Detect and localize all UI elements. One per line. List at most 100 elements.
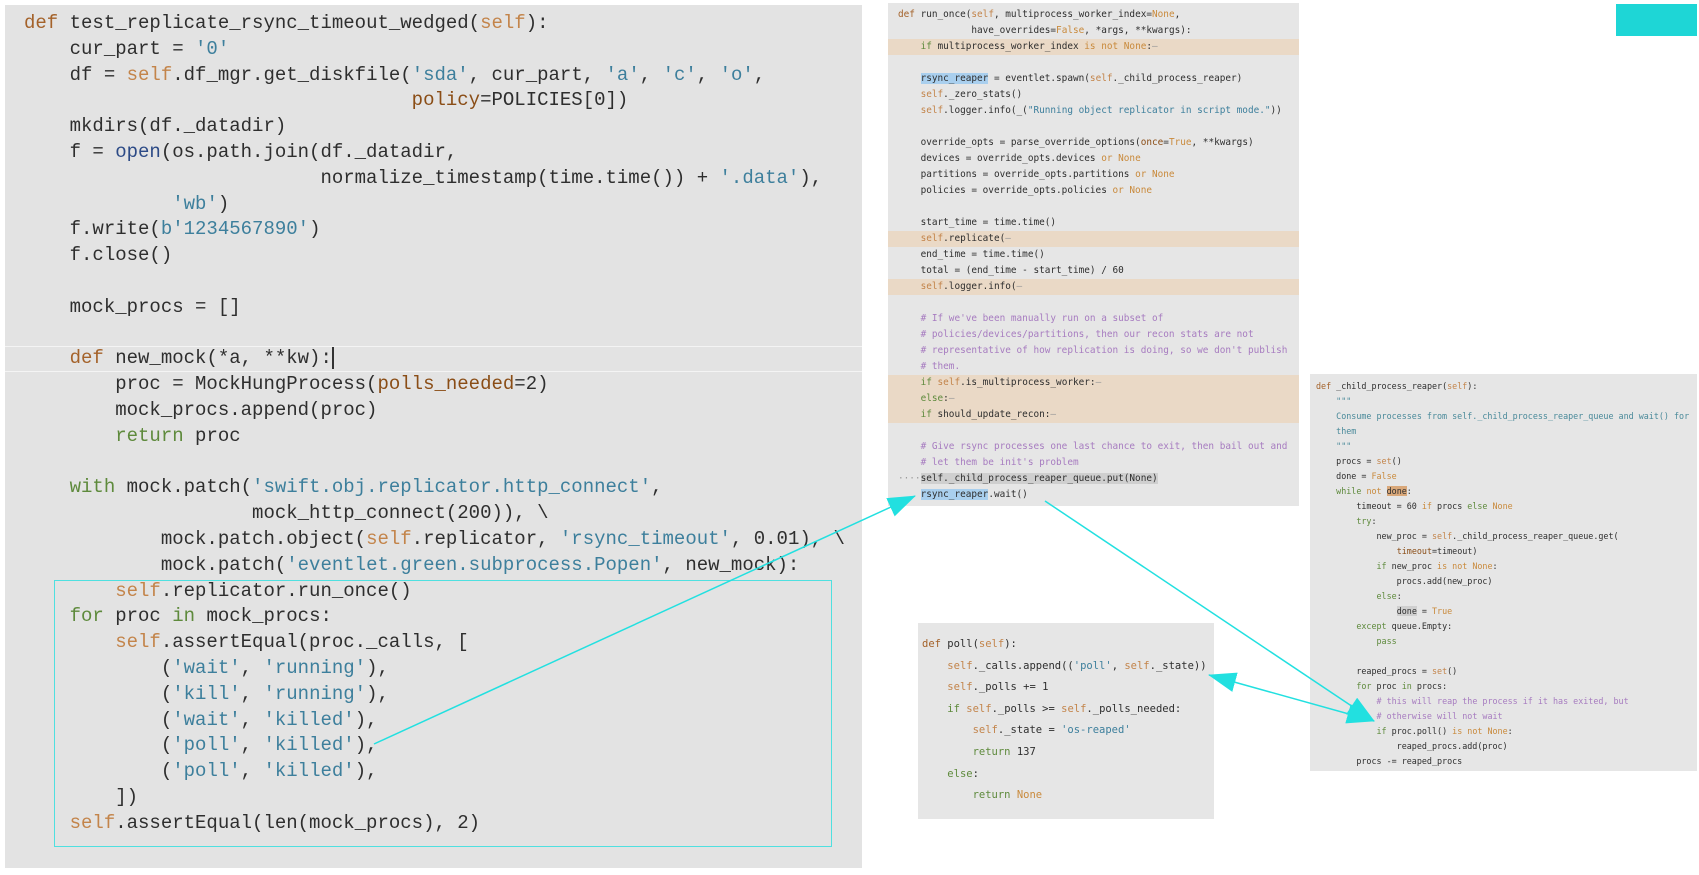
code-line[interactable]: 'wb') (24, 192, 862, 218)
code-token: open (115, 140, 161, 163)
code-token (24, 425, 115, 447)
code-line: for proc in procs: (1316, 679, 1697, 694)
code-line[interactable]: mock_http_connect(200)), \ (24, 501, 862, 527)
code-line: # otherwise will not wait (1316, 709, 1697, 724)
code-line: total = (end_time - start_time) / 60 (888, 263, 1299, 279)
code-token: () (1447, 666, 1458, 676)
code-line[interactable] (24, 450, 862, 476)
code-token: override_opts = parse_override_options( (898, 137, 1141, 148)
code-token (898, 281, 921, 292)
code-token: , (240, 682, 264, 705)
code-token: – (1005, 233, 1011, 244)
code-line: timeout = 60 if procs else None (1316, 499, 1697, 514)
code-line[interactable]: ('poll', 'killed'), (24, 733, 862, 759)
code-line[interactable]: self.assertEqual(len(mock_procs), 2) (24, 811, 862, 837)
code-line: policies = override_opts.policies or Non… (888, 183, 1299, 199)
code-line[interactable]: mock.patch('eventlet.green.subprocess.Po… (24, 553, 862, 579)
code-line: timeout=timeout) (1316, 544, 1697, 559)
code-token: ._zero_stats() (943, 89, 1023, 100)
code-token: procs: (1411, 681, 1448, 691)
code-token: self (1089, 73, 1113, 84)
code-token: 'running' (263, 682, 367, 705)
code-token: 'poll' (172, 734, 241, 757)
code-line[interactable]: mkdirs(df._datadir) (24, 114, 862, 140)
code-token: self (966, 702, 992, 715)
code-token: # let them be init's problem (920, 457, 1079, 468)
code-token: ): (1004, 638, 1017, 650)
code-token: done = (1316, 471, 1372, 481)
code-line[interactable]: proc = MockHungProcess(polls_needed=2) (24, 372, 862, 398)
code-token (898, 89, 921, 100)
code-token (898, 233, 921, 244)
code-token: None (1152, 9, 1175, 20)
code-line: if should_update_recon:– (888, 407, 1299, 423)
code-line[interactable]: self.replicator.run_once() (24, 579, 862, 605)
code-line[interactable]: ('wait', 'killed'), (24, 708, 862, 734)
code-token: mock.patch( (115, 476, 253, 499)
code-line[interactable]: f = open(os.path.join(df._datadir, (24, 140, 862, 166)
code-token: self (972, 724, 998, 737)
code-token: 137 (1010, 745, 1036, 758)
code-token: polls_needed (377, 373, 515, 396)
code-token: , (639, 63, 663, 86)
code-line: new_proc = self._child_process_reaper_qu… (1316, 529, 1697, 544)
code-line[interactable]: cur_part = '0' (24, 37, 862, 63)
code-token: : (943, 393, 949, 404)
code-token: if (1376, 561, 1387, 571)
code-token: .wait() (988, 489, 1028, 500)
code-line[interactable]: df = self.df_mgr.get_diskfile('sda', cur… (24, 63, 862, 89)
code-token: proc = MockHungProcess( (24, 373, 378, 396)
code-line[interactable]: def test_replicate_rsync_timeout_wedged(… (24, 11, 862, 37)
code-token: if (947, 702, 960, 715)
code-line[interactable]: f.write(b'1234567890') (24, 217, 862, 243)
code-token (898, 105, 921, 116)
code-token (922, 660, 947, 672)
code-token: , (1174, 9, 1181, 20)
code-line[interactable]: with mock.patch('swift.obj.replicator.ht… (24, 475, 862, 501)
code-token: f.close() (24, 244, 173, 267)
code-token: , multiprocess_worker_index= (993, 9, 1153, 20)
code-token: – (1050, 409, 1057, 420)
code-token (922, 681, 947, 693)
code-token: , (753, 63, 766, 86)
code-token: 'swift.obj.replicator.http_connect' (252, 476, 652, 499)
code-token: # If we've been manually run on a subset… (920, 313, 1164, 324)
code-token: 'killed' (263, 708, 355, 731)
code-line[interactable] (24, 321, 862, 347)
code-token: for (69, 605, 104, 628)
code-token (898, 345, 921, 356)
code-line: pass (1316, 634, 1697, 649)
code-token: self (971, 9, 994, 20)
code-line: except queue.Empty: (1316, 619, 1697, 634)
code-line[interactable]: def new_mock(*a, **kw): (5, 346, 862, 372)
code-token: () (1391, 456, 1402, 466)
code-line[interactable]: mock_procs.append(proc) (24, 398, 862, 424)
code-token: 'killed' (263, 760, 355, 783)
code-token: '.data' (719, 166, 800, 189)
code-line[interactable]: policy=POLICIES[0]) (24, 88, 862, 114)
code-token (1316, 636, 1377, 646)
code-token: , cur_part, (468, 63, 606, 86)
code-line[interactable]: normalize_timestamp(time.time()) + '.dat… (24, 166, 862, 192)
code-line[interactable]: ('poll', 'killed'), (24, 759, 862, 785)
code-token: self (115, 631, 161, 654)
test-code-editor-panel[interactable]: def test_replicate_rsync_timeout_wedged(… (5, 5, 862, 868)
code-token: procs = (1316, 456, 1377, 466)
code-token: """ (1336, 441, 1352, 451)
code-token: 'wait' (172, 708, 241, 731)
code-token: new_mock(*a, **kw): (103, 347, 332, 370)
code-line[interactable]: f.close() (24, 243, 862, 269)
code-line[interactable] (24, 269, 862, 295)
code-token: rsync_reaper (920, 489, 989, 500)
code-token: ._child_process_reaper) (1112, 73, 1243, 84)
code-line (888, 199, 1299, 215)
code-line[interactable]: mock.patch.object(self.replicator, 'rsyn… (24, 527, 862, 553)
code-line[interactable]: return proc (24, 424, 862, 450)
code-token: – (948, 393, 955, 404)
code-line[interactable]: mock_procs = [] (24, 295, 862, 321)
code-line[interactable]: ]) (24, 785, 862, 811)
code-line: self._zero_stats() (888, 87, 1299, 103)
code-token: # policies/devices/partitions, then our … (920, 329, 1254, 340)
code-line[interactable]: for proc in mock_procs: (24, 604, 862, 630)
code-token: have_overrides= (898, 25, 1057, 36)
